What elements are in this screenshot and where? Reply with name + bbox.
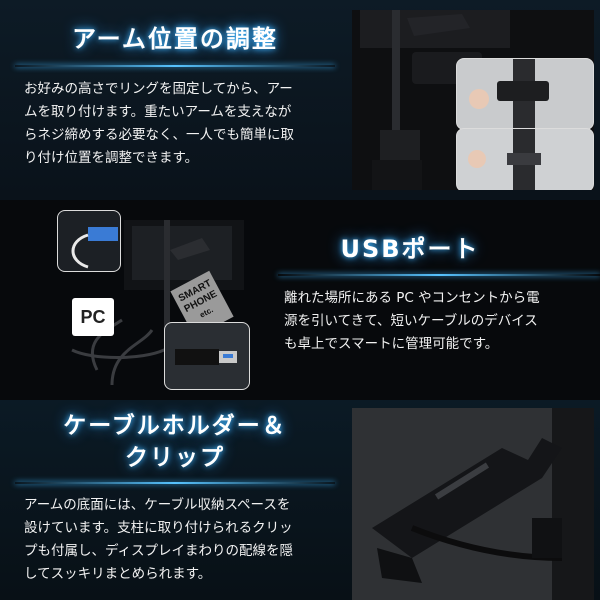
description-line: り付け位置を調整できます。	[24, 150, 199, 166]
description-line: してスッキリまとめられます。	[24, 566, 212, 582]
cable-holder-photo	[352, 408, 594, 600]
section-arm-position: アーム位置の調整 お好みの高さでリングを固定してから、アー ムを取り付けます。重…	[0, 0, 600, 200]
arm-ring-photo	[352, 10, 594, 190]
section-usb-port: PC SMART PHONE etc. USBポート 離れた場所にある PC や…	[0, 200, 600, 400]
description-line: らネジ締めする必要なく、一人でも簡単に取	[24, 127, 294, 143]
section-cable-holder: ケーブルホルダー＆ クリップ アームの底面には、ケーブル収納スペースを 設けてい…	[0, 400, 600, 600]
arm-underside-icon	[352, 408, 594, 600]
title-underline	[278, 274, 600, 276]
usb-closeup-inset	[57, 210, 121, 272]
pc-label: PC	[72, 298, 114, 336]
ring-closeup-inset	[456, 58, 594, 130]
usb-cable-icon	[71, 227, 118, 269]
section-title: ケーブルホルダー＆ クリップ	[30, 410, 320, 474]
title-underline	[15, 482, 335, 484]
section-description: お好みの高さでリングを固定してから、アー ムを取り付けます。重たいアームを支えな…	[24, 78, 354, 170]
section-title-line: クリップ	[125, 445, 225, 471]
description-line: 源を引いてきて、短いケーブルのデバイス	[284, 313, 538, 329]
description-line: プも付属し、ディスプレイまわりの配線を隠	[24, 543, 294, 559]
description-line: 離れた場所にある PC やコンセントから電	[284, 290, 540, 306]
title-underline	[15, 65, 335, 67]
description-line: も卓上でスマートに管理可能です。	[284, 336, 499, 352]
section-title-line: ケーブルホルダー＆	[63, 413, 287, 439]
section-description: 離れた場所にある PC やコンセントから電 源を引いてきて、短いケーブルのデバイ…	[284, 287, 594, 356]
screw-closeup-inset	[456, 128, 594, 190]
section-title: USBポート	[340, 235, 480, 263]
cable-routing-icon	[71, 220, 244, 386]
description-line: ムを取り付けます。重たいアームを支えなが	[24, 104, 292, 120]
usb-plug-icon	[175, 349, 237, 365]
description-line: 設けています。支柱に取り付けられるクリッ	[24, 520, 293, 536]
description-line: お好みの高さでリングを固定してから、アー	[24, 81, 293, 97]
usb-diagram: PC SMART PHONE etc.	[52, 210, 252, 392]
section-title: アーム位置の調整	[72, 25, 278, 53]
section-description: アームの底面には、ケーブル収納スペースを 設けています。支柱に取り付けられるクリ…	[24, 494, 354, 586]
usb-port-closeup-inset	[164, 322, 250, 390]
ring-detail-icon	[469, 59, 549, 129]
screw-detail-icon	[468, 129, 541, 190]
description-line: アームの底面には、ケーブル収納スペースを	[24, 497, 291, 513]
